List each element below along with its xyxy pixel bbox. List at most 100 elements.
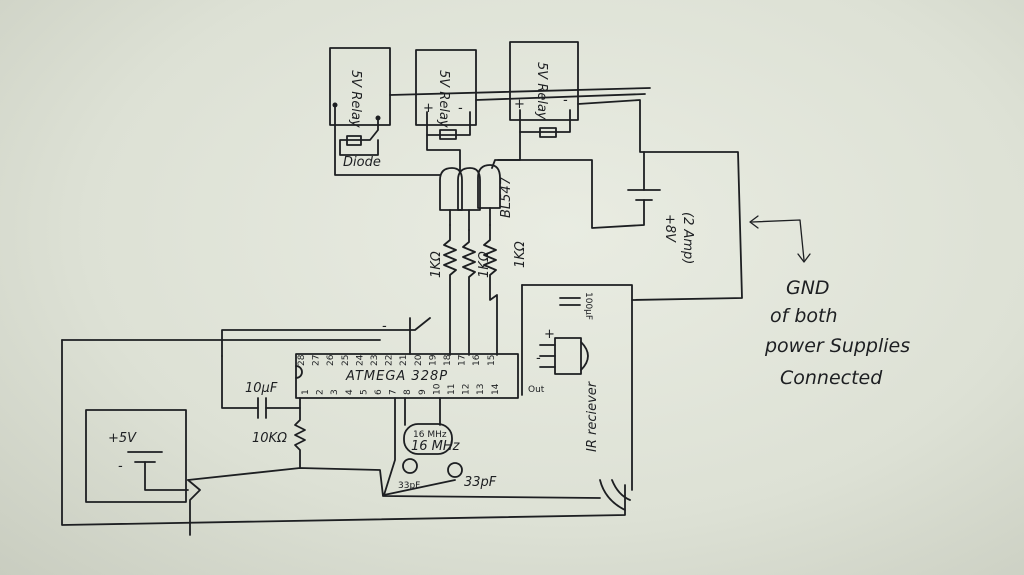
crystal-ground — [383, 397, 456, 496]
chip-bottom-pin-number: 14 — [491, 383, 501, 395]
chip-top-pin-number: 22 — [385, 355, 395, 366]
chip-bottom-pin-number: 8 — [403, 389, 413, 395]
chip-bottom-pin-number: 2 — [316, 389, 326, 395]
battery-5v-wire — [144, 461, 189, 491]
relay-2-plus: + — [423, 101, 434, 116]
ir-ground-hook — [599, 479, 631, 511]
battery-8v-current: (2 Amp) — [680, 212, 695, 264]
relay-1: 5V Relay — [329, 47, 391, 128]
battery-8v: +8V (2 Amp) — [497, 151, 695, 264]
relay-1-coil-wire — [334, 104, 441, 176]
resistor-10k — [294, 407, 306, 469]
relay-2-label: 5V Relay — [436, 70, 451, 128]
relay-2-minus: - — [458, 101, 463, 116]
reset-wire — [265, 397, 301, 409]
battery-positive-wire — [577, 99, 743, 301]
supply-5v-box — [85, 409, 187, 503]
resistor-2 — [462, 229, 476, 356]
chip-bottom-pin-number: 1 — [301, 389, 311, 395]
chip-label: ATMEGA 328P — [345, 369, 448, 384]
chip-top-pin-number: 20 — [414, 354, 424, 366]
chip-top-pin-number: 16 — [472, 354, 482, 366]
chip-bottom-pin-number: 13 — [476, 384, 486, 395]
relay-2-coil-wire — [426, 134, 461, 171]
diode-2 — [439, 129, 457, 140]
chip-bottom-pin-number: 4 — [345, 389, 355, 395]
relay-3-coil-wire — [491, 131, 521, 169]
transistor-3 — [477, 164, 501, 226]
chip-top-pin-number: 19 — [428, 354, 438, 366]
chip-top-pin-number: 21 — [399, 355, 409, 366]
chip-bottom-pin-number: 10 — [432, 383, 442, 395]
transistor-2 — [457, 167, 481, 231]
chip-bottom-pin-number: 9 — [418, 389, 428, 395]
ground-note-line-2: of both — [770, 305, 838, 327]
chip-top-pin-number: 24 — [355, 354, 365, 366]
ground-note-line-1: GND — [786, 277, 830, 299]
resistor-3-label: 1KΩ — [513, 241, 528, 268]
chip-bottom-pin-number: 6 — [374, 389, 384, 395]
relay-3-plus: + — [514, 97, 525, 112]
diode-label: Diode — [343, 155, 381, 170]
relay-supply-bus — [389, 87, 651, 96]
transistor-label: BL547 — [499, 176, 514, 218]
resistor-2-label: 1KΩ — [477, 251, 492, 278]
vcc-minus: - — [382, 319, 387, 334]
ir-receiver: + - — [536, 327, 589, 375]
chip-top-pin-number: 26 — [326, 354, 336, 366]
cap-10uf-label: 10μF — [245, 381, 278, 396]
ground-note-line-4: Connected — [780, 367, 883, 389]
resistor-1-label: 1KΩ — [429, 251, 444, 278]
relay-2-wire — [426, 111, 471, 136]
cap-100uf-label: 100μF — [583, 292, 593, 320]
chip-top-pin-number: 15 — [487, 355, 497, 366]
ir-minus: - — [536, 351, 541, 366]
ground-note-line-3: power Supplies — [764, 335, 910, 357]
chip-bottom-pin-number: 7 — [389, 389, 399, 395]
chip-bottom-pin-number: 11 — [447, 384, 457, 395]
reset-cap-wire — [221, 355, 259, 409]
ground-note-arrow — [751, 219, 805, 261]
relay-3-wire — [519, 109, 571, 133]
relay-3-minus: - — [563, 93, 568, 108]
cap-33pf-right-label: 33pF — [464, 475, 497, 490]
chip-bottom-pin-number: 3 — [330, 389, 340, 395]
outer-ground-loop — [61, 339, 626, 526]
ground-bus — [187, 467, 601, 499]
chip-bottom-pin-number: 5 — [359, 389, 369, 395]
vcc-wire — [221, 317, 431, 357]
chip-top-pin-number: 18 — [443, 354, 453, 366]
cap-33pf-left-label: 33pF — [398, 481, 420, 491]
crystal-inner-label: 16 MHz — [411, 439, 461, 454]
resistor-3 — [483, 224, 498, 356]
ir-supply-wire — [521, 284, 633, 491]
chip-top-pin-number: 27 — [312, 355, 322, 366]
resistor-10k-label: 10KΩ — [252, 431, 287, 446]
battery-5v-minus: - — [118, 459, 123, 474]
chip-bottom-pin-number: 12 — [462, 384, 472, 395]
ground-bridge — [187, 479, 201, 536]
resistor-1 — [443, 224, 457, 356]
relay-supply-bus-2 — [475, 93, 646, 101]
relay-2: 5V Relay + - — [415, 49, 477, 128]
cap-33pf-left — [402, 458, 418, 474]
ir-out-label: Out — [528, 385, 545, 395]
relay-1-wire — [339, 117, 379, 156]
battery-8v-value: +8V — [662, 214, 677, 243]
chip-top-pin-number: 17 — [458, 355, 468, 366]
transistor-1 — [439, 167, 463, 226]
ground-note-arrowhead-left — [749, 215, 759, 229]
diode-1 — [346, 135, 362, 146]
battery-5v-plus: +5V — [108, 431, 137, 446]
crystal: 16 MHz 16 MHz — [403, 397, 461, 455]
ground-note-arrowhead-down — [797, 253, 811, 263]
chip-top-pin-number: 25 — [341, 355, 351, 366]
chip-top-pin-number: 28 — [297, 354, 307, 366]
cap-33pf-right — [447, 462, 463, 478]
relay-3: 5V Relay + - — [509, 41, 579, 121]
